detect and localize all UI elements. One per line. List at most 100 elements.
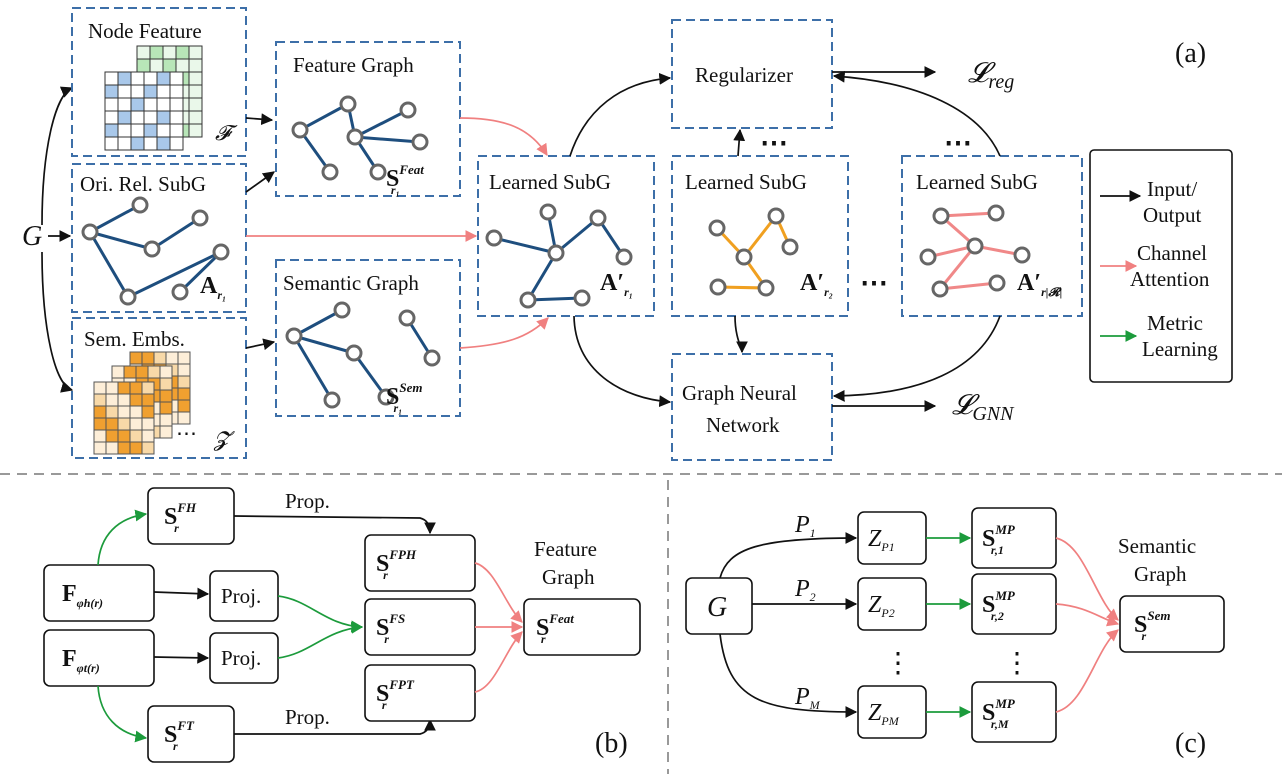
sem-embs-matrix-cell xyxy=(111,365,125,379)
sem-embs-matrix-cell xyxy=(147,365,161,379)
path-pm-label: PM xyxy=(794,684,821,712)
node-feature-matrix-cell xyxy=(175,45,190,60)
node-feature-matrix-cell xyxy=(188,97,203,112)
ml-proj-tail-to-sfs xyxy=(277,621,364,659)
sem-embs-matrix-cell xyxy=(129,351,143,365)
semantic-graph-result-line2: Graph xyxy=(1134,562,1187,586)
node-feature-matrix-cell xyxy=(188,84,203,99)
attn-semantic-to-learned xyxy=(459,317,549,349)
zp2-label: ZP2 xyxy=(868,592,895,620)
sem-embs-matrix-cell xyxy=(159,401,173,415)
learned-subg-r-title: Learned SubG xyxy=(916,170,1038,194)
f-head-label: Fφh(r) xyxy=(62,581,103,610)
node-feature-matrix-cell xyxy=(169,123,184,138)
dots-above-learned-2: ⋯ xyxy=(760,128,788,159)
dots-above-learned-r: ⋯ xyxy=(944,128,972,159)
node-feature-matrix-cell xyxy=(104,71,119,86)
sem-embs-matrix-cell xyxy=(141,381,155,395)
arrow-learnedr-to-regularizer xyxy=(832,70,1001,157)
node-feature-matrix-cell xyxy=(156,110,171,125)
f-head-box xyxy=(43,564,155,622)
node-feature-matrix-cell xyxy=(156,123,171,138)
learned-subg-2-box xyxy=(671,155,849,317)
sem-embs-matrix-cell xyxy=(153,351,167,365)
sem-embs-matrix-cell xyxy=(105,381,119,395)
s-feat-box xyxy=(523,598,641,656)
path-p1-label: P1 xyxy=(794,512,816,540)
proj-head-label: Proj. xyxy=(221,584,261,608)
sem-embs-matrix-cell xyxy=(141,441,155,455)
ml-ftail-to-sft xyxy=(97,685,148,743)
node-feature-matrix-cell xyxy=(169,136,184,151)
arrow-g-to-node-feature xyxy=(41,86,74,226)
semantic-graph-graph xyxy=(285,301,441,409)
arrow-prop-sft-to-sfpt xyxy=(234,718,436,735)
gnn-label-line1: Graph Neural xyxy=(682,381,797,405)
node-feature-matrix-cell xyxy=(117,71,132,86)
arrow-g-to-sem-embs xyxy=(41,251,74,393)
sem-embs-matrix-cell xyxy=(117,393,131,407)
sem-embs-matrix-cell xyxy=(117,429,131,443)
sem-embs-title: Sem. Embs. xyxy=(84,327,185,351)
sem-embs-matrix-cell xyxy=(141,417,155,431)
f-tail-label: Fφt(r) xyxy=(62,646,100,675)
sem-embs-matrix-cell xyxy=(165,351,179,365)
sem-embs-matrix-cell xyxy=(93,393,107,407)
learned-subg-1-graph xyxy=(485,203,633,309)
sem-embs-matrix-cell xyxy=(123,365,137,379)
zpm-label: ZPM xyxy=(868,700,900,728)
c-input-box xyxy=(685,577,753,635)
arrow-learned1-to-gnn xyxy=(573,315,672,408)
attn-smp2-to-ssem xyxy=(1055,603,1120,627)
sem-embs-matrix-cell xyxy=(129,405,143,419)
node-feature-matrix-cell xyxy=(136,58,151,73)
node-feature-matrix-cell xyxy=(188,58,203,73)
gnn-label-line2: Network xyxy=(706,413,780,437)
arrow-learnedr-to-gnn xyxy=(832,315,1001,402)
sem-embs-matrix-cell xyxy=(105,405,119,419)
node-feature-matrix-cell xyxy=(130,110,145,125)
zp1-label: ZP1 xyxy=(868,526,895,554)
sem-embs-matrix-cell xyxy=(141,351,155,365)
attn-sfpt-to-sfeat xyxy=(474,631,523,693)
panel-b-label: (b) xyxy=(595,728,628,759)
learned-subg-2-title: Learned SubG xyxy=(685,170,807,194)
legend-box xyxy=(1089,149,1233,383)
node-feature-matrix-cell xyxy=(117,136,132,151)
learned-subg-r-symbol: A′r|𝓡| xyxy=(1017,270,1062,299)
sem-embs-tensor xyxy=(93,351,191,455)
node-feature-matrix-cell xyxy=(130,97,145,112)
node-feature-matrix-cell xyxy=(188,45,203,60)
sem-embs-matrix-cell xyxy=(93,441,107,455)
feature-graph-result-line1: Feature xyxy=(534,537,597,561)
semantic-graph-box xyxy=(275,259,461,417)
input-g: G xyxy=(22,221,42,252)
node-feature-matrix-cell xyxy=(117,123,132,138)
node-feature-matrix-cell xyxy=(162,58,177,73)
arrow-learned2-to-gnn xyxy=(734,315,748,354)
node-feature-matrix-cell xyxy=(169,97,184,112)
attn-sfph-to-sfeat xyxy=(474,562,523,623)
arrow-ori-to-feature-graph xyxy=(245,171,275,193)
sem-embs-matrix-cell xyxy=(93,381,107,395)
sem-embs-matrix-cell xyxy=(105,417,119,431)
node-feature-matrix-cell xyxy=(188,123,203,138)
s-ft-box xyxy=(147,705,235,763)
arrow-prop-sfh-to-sfph xyxy=(233,515,436,535)
node-feature-matrix-cell xyxy=(143,123,158,138)
arrow-g-to-zp1 xyxy=(719,532,858,579)
node-feature-matrix-cell xyxy=(104,136,119,151)
prop-label-top: Prop. xyxy=(285,489,330,513)
node-feature-matrix-cell xyxy=(156,71,171,86)
node-feature-matrix-cell xyxy=(156,84,171,99)
sem-embs-matrix-cell xyxy=(93,405,107,419)
panel-a-label: (a) xyxy=(1175,38,1206,69)
loss-gnn: 𝓛GNN xyxy=(952,390,1015,425)
sem-embs-matrix-cell xyxy=(135,365,149,379)
path-p2-label: P2 xyxy=(794,576,816,604)
feature-graph-box xyxy=(275,41,461,197)
